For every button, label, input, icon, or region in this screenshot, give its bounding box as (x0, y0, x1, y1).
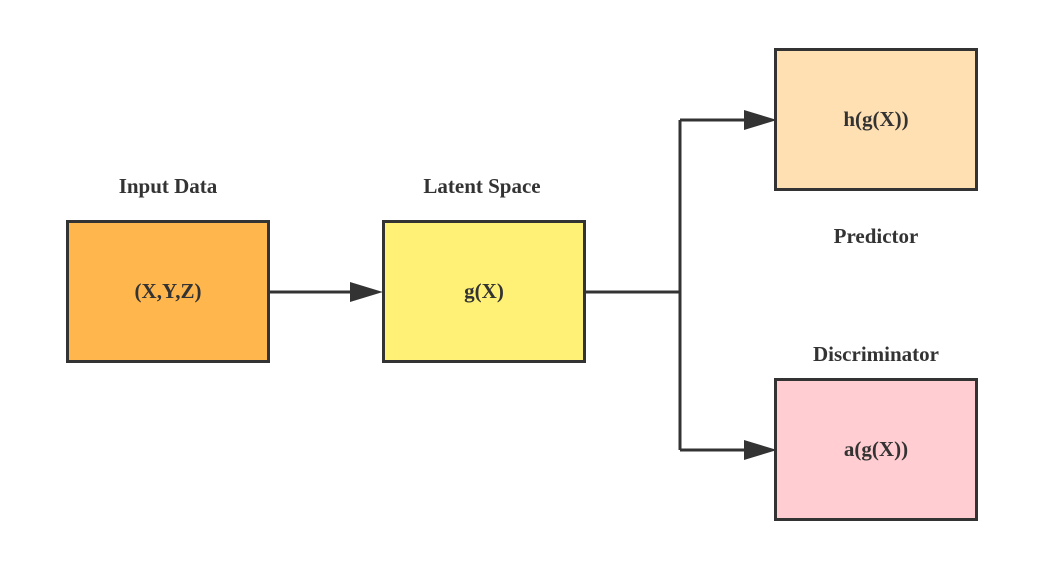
predictor-box: h(g(X)) (774, 48, 978, 191)
latent-space-caption: Latent Space (423, 174, 541, 198)
arrowhead-icon (350, 282, 383, 302)
discriminator-box: a(g(X)) (774, 378, 978, 521)
predictor-caption: Predictor (833, 224, 919, 248)
input-data-box: (X,Y,Z) (66, 220, 270, 363)
edge-latent-trunk (584, 120, 682, 450)
discriminator-text: a(g(X)) (843, 437, 909, 461)
discriminator-caption: Discriminator (813, 342, 939, 366)
arrowhead-icon (744, 110, 777, 130)
latent-space-text: g(X) (464, 279, 504, 303)
latent-space-box: g(X) (382, 220, 586, 363)
arrowhead-icon (744, 440, 777, 460)
edge-latent-to-discriminator (680, 440, 777, 460)
edge-input-to-latent (268, 282, 383, 302)
edge-latent-to-predictor (680, 110, 777, 130)
input-data-text: (X,Y,Z) (134, 279, 202, 303)
input-data-caption: Input Data (118, 174, 218, 198)
predictor-text: h(g(X)) (843, 107, 909, 131)
